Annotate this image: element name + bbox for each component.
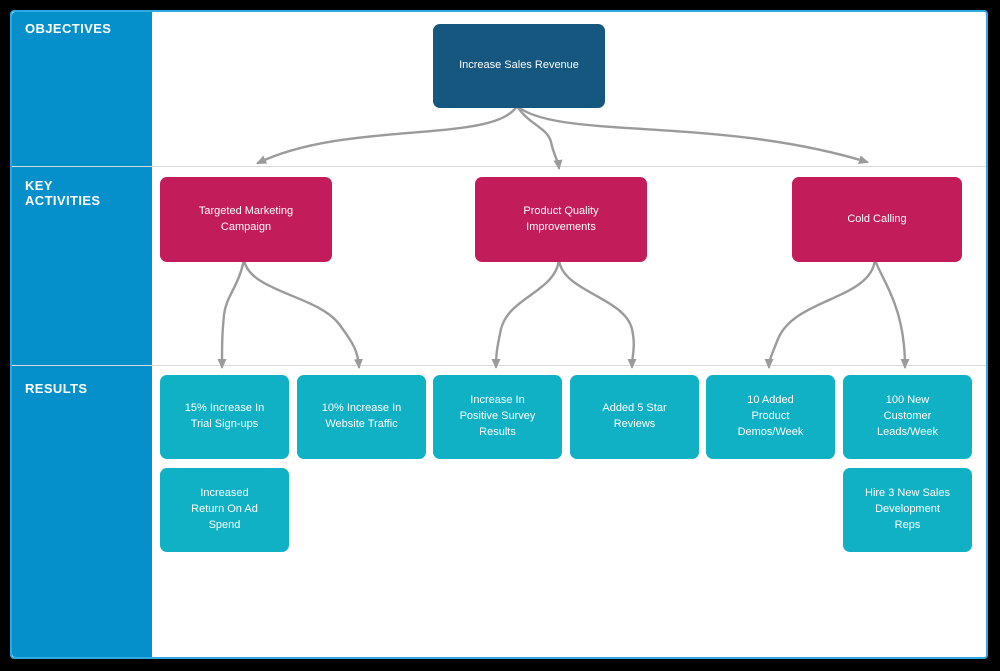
result-node-survey-results[interactable]: Increase In Positive Survey Results xyxy=(433,375,562,459)
diagram-canvas: OBJECTIVES KEY ACTIVITIES RESULTS Increa… xyxy=(10,10,988,659)
result-node-trial-signups[interactable]: 15% Increase In Trial Sign-ups xyxy=(160,375,289,459)
edge-activity3-result5 xyxy=(764,258,877,369)
result-node-star-reviews[interactable]: Added 5 Star Reviews xyxy=(570,375,699,459)
connector-arrows xyxy=(217,104,910,369)
edge-activity3-result6 xyxy=(873,258,910,369)
objective-node[interactable]: Increase Sales Revenue xyxy=(433,24,605,108)
result-node-sales-reps[interactable]: Hire 3 New Sales Development Reps xyxy=(843,468,972,552)
edge-activity1-result1 xyxy=(217,258,246,369)
lane-sidebar xyxy=(12,12,152,657)
result-node-customer-leads[interactable]: 100 New Customer Leads/Week xyxy=(843,375,972,459)
edge-activity2-result3 xyxy=(491,258,561,369)
result-node-product-demos[interactable]: 10 Added Product Demos/Week xyxy=(706,375,835,459)
activity-node-product-quality[interactable]: Product Quality Improvements xyxy=(475,177,647,262)
lane-label-objectives: OBJECTIVES xyxy=(25,21,112,36)
lane-label-results: RESULTS xyxy=(25,381,88,396)
lane-divider-2 xyxy=(12,365,986,366)
edge-activity1-result2 xyxy=(242,258,363,369)
result-node-ad-spend[interactable]: Increased Return On Ad Spend xyxy=(160,468,289,552)
activity-node-targeted-marketing[interactable]: Targeted Marketing Campaign xyxy=(160,177,332,262)
lane-label-key-activities: KEY ACTIVITIES xyxy=(25,178,101,208)
activity-node-cold-calling[interactable]: Cold Calling xyxy=(792,177,962,262)
edge-objective-activity1 xyxy=(256,104,519,165)
result-node-website-traffic[interactable]: 10% Increase In Website Traffic xyxy=(297,375,426,459)
edge-objective-activity2 xyxy=(515,104,563,170)
edge-objective-activity3 xyxy=(515,104,869,164)
lane-divider-1 xyxy=(12,166,986,167)
edge-activity2-result4 xyxy=(557,258,637,369)
